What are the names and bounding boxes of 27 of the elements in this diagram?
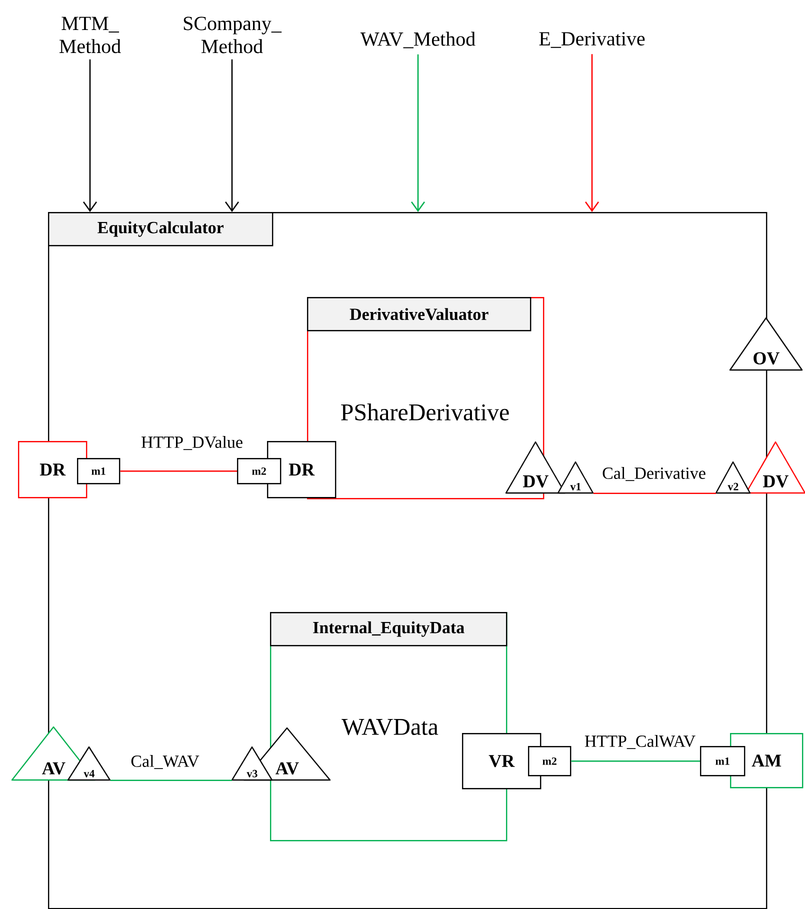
edge-label: Cal_WAV [130, 754, 200, 770]
interface-label: WAV_Method [360, 32, 476, 48]
edge-label: HTTP_DValue [140, 435, 244, 451]
interface-label: SCompany_ Method [184, 16, 282, 54]
input-arrow [224, 59, 240, 212]
edge-label: HTTP_CalWAV [583, 734, 697, 750]
port-triangle: v3 [231, 746, 273, 781]
connector [120, 470, 237, 472]
port-box: DR [18, 441, 88, 498]
port-triangle: v2 [715, 461, 751, 494]
port-triangle: v4 [67, 746, 111, 781]
edge-label: Cal_Derivative [601, 466, 707, 482]
connector [110, 780, 232, 782]
connector [571, 760, 700, 762]
input-arrow [82, 59, 98, 212]
port-triangle: v1 [557, 461, 594, 494]
port-box: DR [267, 441, 336, 498]
port-box: m2 [237, 458, 282, 484]
interface-label: MTM_ Method [59, 16, 121, 54]
port-box: m1 [700, 746, 746, 776]
port-box: m1 [77, 458, 120, 484]
input-arrow [584, 54, 600, 212]
connector [593, 492, 716, 494]
interface-label: E_Derivative [539, 32, 645, 48]
port-triangle: OV [729, 317, 803, 371]
input-arrow [410, 54, 426, 212]
port-box: m2 [528, 746, 572, 776]
